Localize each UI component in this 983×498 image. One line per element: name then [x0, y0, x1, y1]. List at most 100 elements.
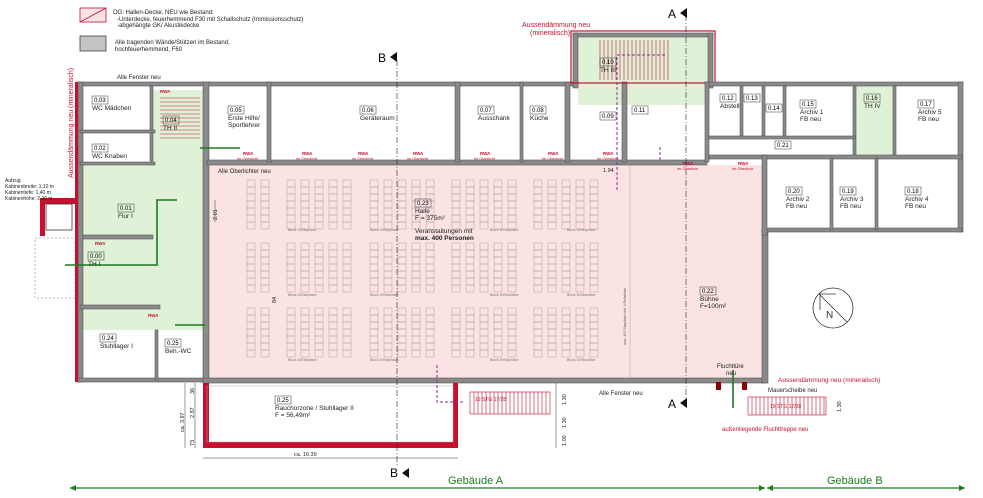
escape-stairs [160, 40, 827, 416]
building-extents: Gebäude A Gebäude B [70, 475, 965, 491]
svg-text:RWA: RWA [148, 313, 159, 318]
room-name-2: Sportlehrer [228, 122, 261, 129]
seat [425, 221, 435, 230]
seat-block-label: Block 30Sitzplätze [567, 358, 596, 362]
note-stage-capacity: max. 400 Sitzplätze inkl. 4 Rollstühle [623, 288, 627, 345]
seat [314, 284, 324, 293]
seat [479, 349, 489, 358]
room-label: 0.13 [743, 93, 761, 103]
legend-walls-line1: Alle tragenden Wände/Stützen im Bestand, [115, 40, 230, 46]
seat [479, 284, 489, 293]
note-escape-door2: neu [726, 371, 736, 377]
room-name-: Bühne [700, 296, 719, 303]
elevator-depth: Kabinentiefe: 1,40 m [5, 190, 51, 196]
room-name-: Halle [415, 208, 430, 215]
room-name-4: max. 400 Personen [415, 235, 474, 242]
seat-block-label: Block 30Sitzplätze [490, 293, 519, 297]
legend: OG: Hallen-Decke, NEU wie Bestand: -Unte… [79, 7, 303, 53]
seat [493, 349, 503, 358]
seat [479, 221, 489, 230]
seat [507, 284, 517, 293]
seat [260, 284, 270, 293]
seat [575, 284, 585, 293]
room-label: 0.09 [599, 111, 617, 121]
seat [328, 221, 338, 230]
seat [397, 221, 407, 230]
section-a-top: A [668, 7, 676, 21]
svg-text:RWA: RWA [95, 241, 106, 246]
room-name-2: FB neu [918, 116, 939, 123]
seat [575, 221, 585, 230]
note-windows-bottom: Alle Fenster neu [599, 391, 643, 397]
room-name-: Archiv 1 [800, 109, 824, 116]
svg-text:RWA: RWA [358, 151, 369, 156]
elevator-height: Kabinenhöhe: 2,20 m [5, 196, 53, 202]
room-name-: TH II [163, 125, 177, 132]
seat [328, 284, 338, 293]
svg-text:RWA: RWA [738, 161, 749, 166]
dim-width: ca. 16.39 [294, 452, 317, 458]
dim-194: 1.94 [603, 168, 614, 174]
seat-block-label: Block 30Sitzplätze [288, 228, 317, 232]
dim-397: ca. 3.97 [180, 412, 186, 432]
svg-text:RWA: RWA [480, 151, 491, 156]
svg-text:RWA: RWA [160, 89, 171, 94]
building-a-label: Gebäude A [448, 475, 504, 487]
seat [300, 349, 310, 358]
room-name-: Erste Hilfe/ [228, 115, 260, 122]
room-number: 0.06 [362, 108, 374, 114]
rwa-marker: RWA [148, 313, 159, 318]
room-number: 0.19 [842, 189, 854, 195]
seat [411, 221, 421, 230]
room-name-2: FB neu [786, 203, 807, 210]
elevator-width: Kabinenbreite: 1,10 m [5, 184, 54, 190]
room-name-: Archiv 4 [905, 196, 929, 203]
room-name-: WC Mädchen [92, 105, 132, 112]
section-b-bottom: B [390, 466, 398, 480]
room-number: 0.00 [90, 254, 102, 260]
seat [314, 349, 324, 358]
room-number: 0.07 [480, 108, 492, 114]
dim-130b: 1.30 [562, 417, 568, 428]
dim-287: 2.87 [190, 407, 196, 418]
elevator-info: Aufzug Kabinenbreite: 1,10 m Kabinentief… [5, 178, 76, 299]
seat [342, 284, 352, 293]
room-name-: Archiv 5 [918, 109, 942, 116]
legend-ceiling-line3: -abgehängte GK/ Akustikdecke [117, 23, 200, 29]
svg-text:im Oberlicht: im Oberlicht [352, 156, 374, 161]
room-name-: Flur I [118, 213, 133, 220]
room-name-: TH IV [864, 103, 881, 110]
seat [533, 284, 543, 293]
seat [547, 349, 557, 358]
room-name-: Archiv 3 [840, 196, 864, 203]
room-name-2: FB neu [905, 203, 926, 210]
seat [286, 284, 296, 293]
svg-text:im Oberlicht: im Oberlicht [677, 166, 699, 171]
room-name-3: Veranstaltungen mit [415, 228, 473, 235]
room-number: 0.04 [165, 118, 177, 124]
rwa-marker: RWA [95, 241, 106, 246]
seat-block-label: Block 30Sitzplätze [370, 228, 399, 232]
seat [465, 349, 475, 358]
svg-text:RWA: RWA [413, 151, 424, 156]
seat [369, 349, 379, 358]
seat [465, 284, 475, 293]
room-name-: Abstell [720, 103, 740, 110]
dim-130: 1.30 [562, 394, 568, 405]
room-name-: Archiv 2 [786, 196, 810, 203]
room-number: 0.02 [94, 146, 106, 152]
